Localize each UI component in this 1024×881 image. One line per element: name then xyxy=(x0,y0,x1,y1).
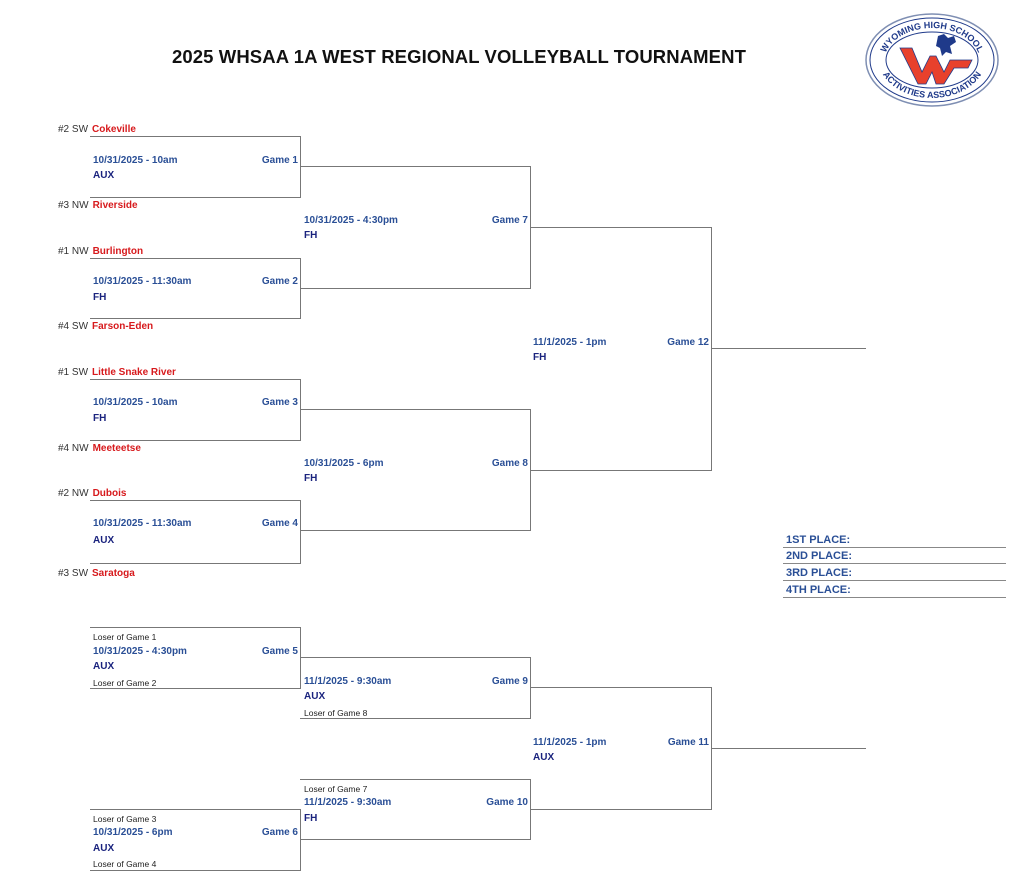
game-5-bottom-slot: Loser of Game 2 xyxy=(93,678,157,688)
game-2-venue: FH xyxy=(93,292,107,303)
game-12-label: Game 12 xyxy=(667,337,709,348)
team-name: Dubois xyxy=(92,488,127,499)
game-9-bracket xyxy=(300,657,531,719)
game-8-date: 10/31/2025 - 6pm xyxy=(304,458,384,469)
game-8-label: Game 8 xyxy=(491,458,528,469)
game-4-venue: AUX xyxy=(93,535,115,546)
game-8-venue: FH xyxy=(304,473,318,484)
game-1-venue: AUX xyxy=(93,170,115,181)
game-5-bracket xyxy=(90,627,301,689)
game-3-label: Game 3 xyxy=(261,397,298,408)
game-5-date: 10/31/2025 - 4:30pm xyxy=(93,646,187,657)
game-11-bracket xyxy=(530,687,712,810)
game-2-bracket xyxy=(90,258,301,319)
game-10-venue: FH xyxy=(304,813,318,824)
game-6-date: 10/31/2025 - 6pm xyxy=(93,827,173,838)
game-5-label: Game 5 xyxy=(261,646,298,657)
game-6-venue: AUX xyxy=(93,843,115,854)
game-2-label: Game 2 xyxy=(261,276,298,287)
game-3-venue: FH xyxy=(93,413,107,424)
game-4-bracket xyxy=(90,500,301,564)
second-place-field: 2ND PLACE: xyxy=(783,549,1006,564)
third-place-line xyxy=(711,748,866,749)
game-7-venue: FH xyxy=(304,230,318,241)
game-7-bracket xyxy=(300,166,531,289)
game-12-bracket xyxy=(530,227,712,471)
game-10-bracket xyxy=(300,779,531,840)
game-10-label: Game 10 xyxy=(486,797,528,808)
game-8-bracket xyxy=(300,409,531,531)
game-11-label: Game 11 xyxy=(667,737,709,748)
first-place-field: 1ST PLACE: xyxy=(783,533,1006,548)
page-title: 2025 WHSAA 1A WEST REGIONAL VOLLEYBALL T… xyxy=(171,46,746,67)
game-9-date: 11/1/2025 - 9:30am xyxy=(304,676,392,687)
game-7-date: 10/31/2025 - 4:30pm xyxy=(304,215,398,226)
game-4-date: 10/31/2025 - 11:30am xyxy=(93,518,192,529)
team-name: Meeteetse xyxy=(92,443,141,454)
game-7-label: Game 7 xyxy=(491,215,528,226)
team-name: Riverside xyxy=(92,200,138,211)
game-1-date: 10/31/2025 - 10am xyxy=(93,155,178,166)
fourth-place-field: 4TH PLACE: xyxy=(783,583,1006,598)
game-1-bracket xyxy=(90,136,301,198)
game-1-label: Game 1 xyxy=(261,155,298,166)
game-10-top-slot: Loser of Game 7 xyxy=(304,784,368,794)
game-6-top-slot: Loser of Game 3 xyxy=(93,814,157,824)
game-12-venue: FH xyxy=(533,352,547,363)
game-5-venue: AUX xyxy=(93,661,115,672)
champion-line xyxy=(711,348,866,349)
game-9-label: Game 9 xyxy=(491,676,528,687)
team-name: Saratoga xyxy=(92,568,135,579)
whsaa-logo: WYOMING HIGH SCHOOL ACTIVITIES ASSOCIATI… xyxy=(865,13,999,107)
game-6-bracket xyxy=(90,809,301,871)
team-name: Cokeville xyxy=(92,124,136,135)
game-9-bottom-slot: Loser of Game 8 xyxy=(304,708,368,718)
team-name: Farson-Eden xyxy=(92,321,154,332)
game-11-date: 11/1/2025 - 1pm xyxy=(533,737,607,748)
game-3-bracket xyxy=(90,379,301,441)
team-name: Burlington xyxy=(92,246,144,257)
game-6-label: Game 6 xyxy=(261,827,298,838)
game-3-date: 10/31/2025 - 10am xyxy=(93,397,178,408)
game-6-bottom-slot: Loser of Game 4 xyxy=(93,859,157,869)
game-10-date: 11/1/2025 - 9:30am xyxy=(304,797,392,808)
game-9-venue: AUX xyxy=(304,691,326,702)
game-2-date: 10/31/2025 - 11:30am xyxy=(93,276,192,287)
game-5-top-slot: Loser of Game 1 xyxy=(93,632,157,642)
game-11-venue: AUX xyxy=(533,752,555,763)
game-12-date: 11/1/2025 - 1pm xyxy=(533,337,607,348)
game-4-label: Game 4 xyxy=(261,518,298,529)
team-name: Little Snake River xyxy=(92,367,176,378)
third-place-field: 3RD PLACE: xyxy=(783,566,1006,581)
